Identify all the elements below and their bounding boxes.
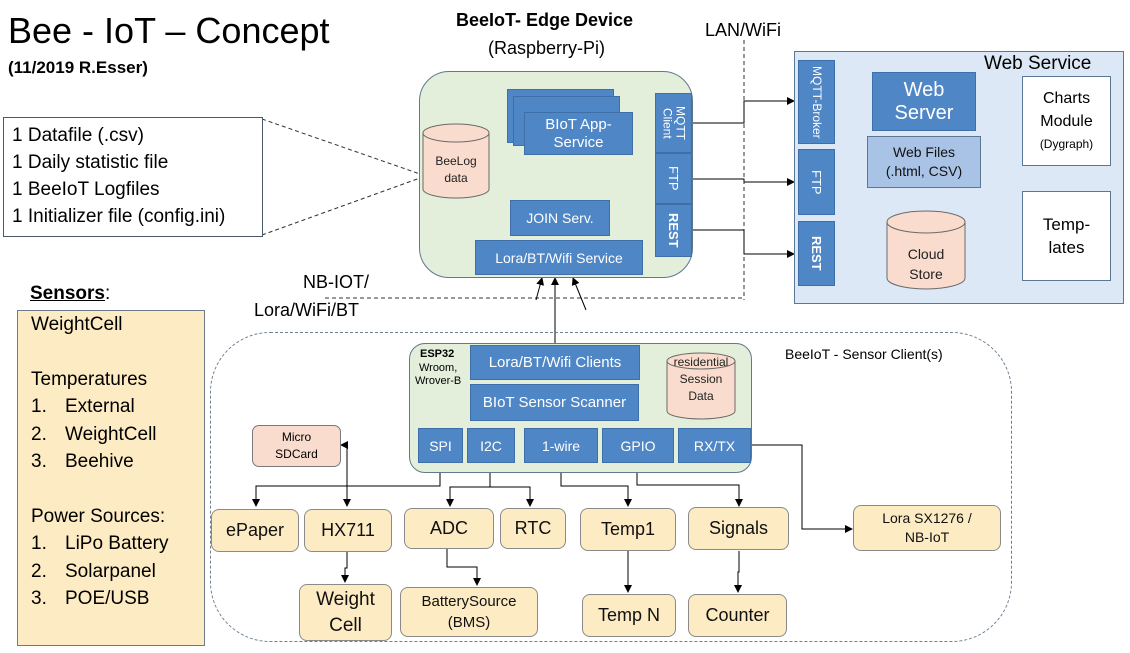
port-1wire: 1-wire xyxy=(524,428,598,463)
port-spi: SPI xyxy=(418,428,463,463)
power-item: 3.POE/USB xyxy=(31,588,150,609)
device-rtc: RTC xyxy=(500,508,566,549)
device-hx711: HX711 xyxy=(304,509,392,552)
edge-rest: REST xyxy=(655,204,692,257)
device-epaper: ePaper xyxy=(211,509,299,552)
sensor-scanner: BIoT Sensor Scanner xyxy=(470,384,639,421)
web-service-title: Web Service xyxy=(984,53,1092,74)
web-ftp: FTP xyxy=(798,149,835,215)
sensor-client-title: BeeIoT - Sensor Client(s) xyxy=(785,346,943,362)
temperature-item: 2.WeightCell xyxy=(31,423,157,445)
page-title: Bee - IoT – Concept xyxy=(8,10,330,51)
device-temp1: Temp1 xyxy=(580,508,676,551)
power-title: Power Sources: xyxy=(31,505,166,527)
templates: Temp-lates xyxy=(1022,191,1111,281)
device-battery-source: BatterySource(BMS) xyxy=(400,587,538,637)
edge-title: BeeIoT- Edge Device xyxy=(456,10,634,30)
mqtt-broker: MQTT-Broker xyxy=(798,60,835,144)
port-gpio: GPIO xyxy=(602,428,674,463)
device-temp-n: Temp N xyxy=(582,594,676,637)
web-files: Web Files(.html, CSV) xyxy=(867,136,981,188)
esp32-title: ESP32 xyxy=(420,348,455,360)
power-item: 1.LiPo Battery xyxy=(31,533,169,554)
radio-service: Lora/BT/Wifi Service xyxy=(475,240,643,275)
files-item: 1 Daily statistic file xyxy=(12,152,169,173)
sensor-weightcell: WeightCell xyxy=(31,314,123,335)
sensors-heading: Sensors: xyxy=(30,283,111,304)
temperatures-title: Temperatures xyxy=(31,368,148,390)
port-i2c: I2C xyxy=(467,428,515,463)
join-service: JOIN Serv. xyxy=(510,200,610,236)
files-item: 1 Datafile (.csv) xyxy=(12,125,144,146)
callout-line-bottom xyxy=(261,177,421,236)
power-item: 2.Solarpanel xyxy=(31,560,156,582)
files-item: 1 Initializer file (config.ini) xyxy=(12,206,226,227)
web-rest: REST xyxy=(798,221,835,286)
device-counter: Counter xyxy=(688,594,787,637)
device-adc: ADC xyxy=(404,508,494,549)
nbiot-label-line1: NB-IOT/ xyxy=(303,272,369,292)
files-box: 1 Datafile (.csv) 1 Daily statistic file… xyxy=(3,117,263,237)
esp32-variants: Wroom,Wrover-B xyxy=(415,362,462,387)
page-subtitle: (11/2019 R.Esser) xyxy=(8,58,148,77)
sensors-box: WeightCell Temperatures 1.External 2.Wei… xyxy=(17,310,205,646)
sensor-client-panel xyxy=(210,332,1012,642)
files-item: 1 BeeIoT Logfiles xyxy=(12,179,160,200)
port-rxtx: RX/TX xyxy=(678,428,751,463)
temperature-item: 3.Beehive xyxy=(31,451,134,472)
lan-label: LAN/WiFi xyxy=(705,20,781,40)
nbiot-label-line2: Lora/WiFi/BT xyxy=(254,300,360,320)
app-service: BIoT App-Service xyxy=(524,112,633,155)
callout-line-top xyxy=(261,118,421,175)
edge-ftp: FTP xyxy=(655,153,692,204)
device-signals: Signals xyxy=(688,507,789,550)
device-lora-radio: Lora SX1276 /NB-IoT xyxy=(853,505,1001,551)
temperature-item: 1.External xyxy=(31,396,135,417)
edge-subtitle: (Raspberry-Pi) xyxy=(488,38,606,58)
radio-clients: Lora/BT/Wifi Clients xyxy=(470,345,640,380)
mqtt-client: MQTT Client xyxy=(655,93,692,153)
